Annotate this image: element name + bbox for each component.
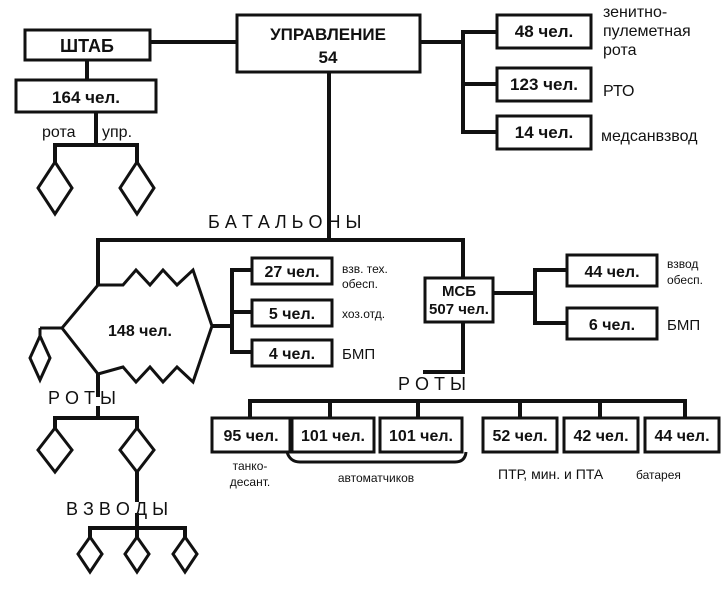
company-count: 101 чел. bbox=[301, 428, 365, 445]
unit-count: 44 чел. bbox=[584, 264, 639, 281]
unit-count: 5 чел. bbox=[269, 306, 315, 323]
company-count: 95 чел. bbox=[223, 428, 278, 445]
company-count: 52 чел. bbox=[492, 428, 547, 445]
upravlenie-label: УПРАВЛЕНИЕ bbox=[270, 25, 386, 44]
unit-box bbox=[250, 298, 334, 328]
upravlenie-count: 54 bbox=[319, 48, 338, 67]
unit-count: 48 чел. bbox=[515, 22, 573, 41]
unit-caption: взв. тех. bbox=[342, 262, 388, 276]
shtab-left-label: рота bbox=[42, 124, 76, 141]
shtab-box bbox=[23, 28, 152, 62]
unit-box bbox=[495, 13, 593, 50]
platoon-diamond bbox=[123, 534, 151, 575]
company-box bbox=[481, 416, 559, 454]
company-caption: батарея bbox=[636, 468, 681, 482]
company-caption: танко- bbox=[233, 459, 268, 473]
shtab-count: 164 чел. bbox=[52, 88, 120, 107]
msb-label: МСБ bbox=[442, 283, 476, 300]
unit-caption: БМП bbox=[342, 346, 375, 363]
platoons-heading: В З В О Д Ы bbox=[66, 499, 168, 519]
unit-caption: хоз.отд. bbox=[342, 307, 385, 321]
unit-caption: обесп. bbox=[342, 277, 378, 291]
company-caption: ПТР, мин. и ПТА bbox=[498, 466, 604, 482]
unit-caption: медсанвзвод bbox=[601, 128, 698, 145]
unit-box bbox=[250, 338, 334, 368]
unit-count: 14 чел. bbox=[515, 123, 573, 142]
shtab-label: ШТАБ bbox=[60, 36, 114, 56]
battalion-shape bbox=[60, 267, 214, 385]
unit-caption: зенитно- bbox=[603, 4, 667, 21]
company-caption: десант. bbox=[230, 475, 270, 489]
companies-heading: Р О Т Ы bbox=[398, 374, 466, 394]
upravlenie-box bbox=[235, 13, 422, 74]
company-box bbox=[378, 416, 464, 454]
shtab-right-label: упр. bbox=[102, 124, 132, 141]
company-count: 42 чел. bbox=[573, 428, 628, 445]
msb-box bbox=[423, 276, 495, 324]
battalion-count: 148 чел. bbox=[108, 323, 172, 340]
company-box bbox=[643, 416, 721, 454]
automatic-bracket bbox=[285, 451, 468, 464]
unit-caption: БМП bbox=[667, 317, 700, 334]
unit-caption: РТО bbox=[603, 83, 634, 100]
company-count: 44 чел. bbox=[654, 428, 709, 445]
company-box bbox=[210, 416, 292, 454]
battalions-heading: Б А Т А Л Ь О Н Ы bbox=[208, 212, 361, 232]
unit-box bbox=[565, 306, 659, 341]
unit-caption: обесп. bbox=[667, 273, 703, 287]
unit-count: 6 чел. bbox=[589, 317, 635, 334]
unit-box bbox=[495, 114, 593, 151]
unit-box bbox=[495, 66, 593, 103]
company-box bbox=[562, 416, 640, 454]
unit-caption: взвод bbox=[667, 257, 698, 271]
unit-count: 27 чел. bbox=[264, 264, 319, 281]
company-diamond bbox=[36, 159, 74, 217]
company-diamond bbox=[118, 159, 156, 217]
battalion-companies-heading: Р О Т Ы bbox=[48, 388, 116, 408]
company-caption: автоматчиков bbox=[338, 471, 414, 485]
company-box bbox=[290, 416, 376, 454]
unit-count: 123 чел. bbox=[510, 75, 578, 94]
unit-caption: пулеметная bbox=[603, 23, 691, 40]
company-diamond bbox=[118, 425, 156, 475]
unit-box bbox=[565, 253, 659, 288]
shtab-count-box bbox=[14, 78, 158, 114]
platoon-diamond bbox=[171, 534, 199, 575]
company-count: 101 чел. bbox=[389, 428, 453, 445]
company-diamond bbox=[36, 425, 74, 475]
unit-count: 4 чел. bbox=[269, 346, 315, 363]
unit-caption: рота bbox=[603, 42, 637, 59]
platoon-diamond bbox=[76, 534, 104, 575]
unit-box bbox=[250, 256, 334, 286]
msb-count: 507 чел. bbox=[429, 301, 489, 318]
small-diamond bbox=[28, 332, 52, 384]
